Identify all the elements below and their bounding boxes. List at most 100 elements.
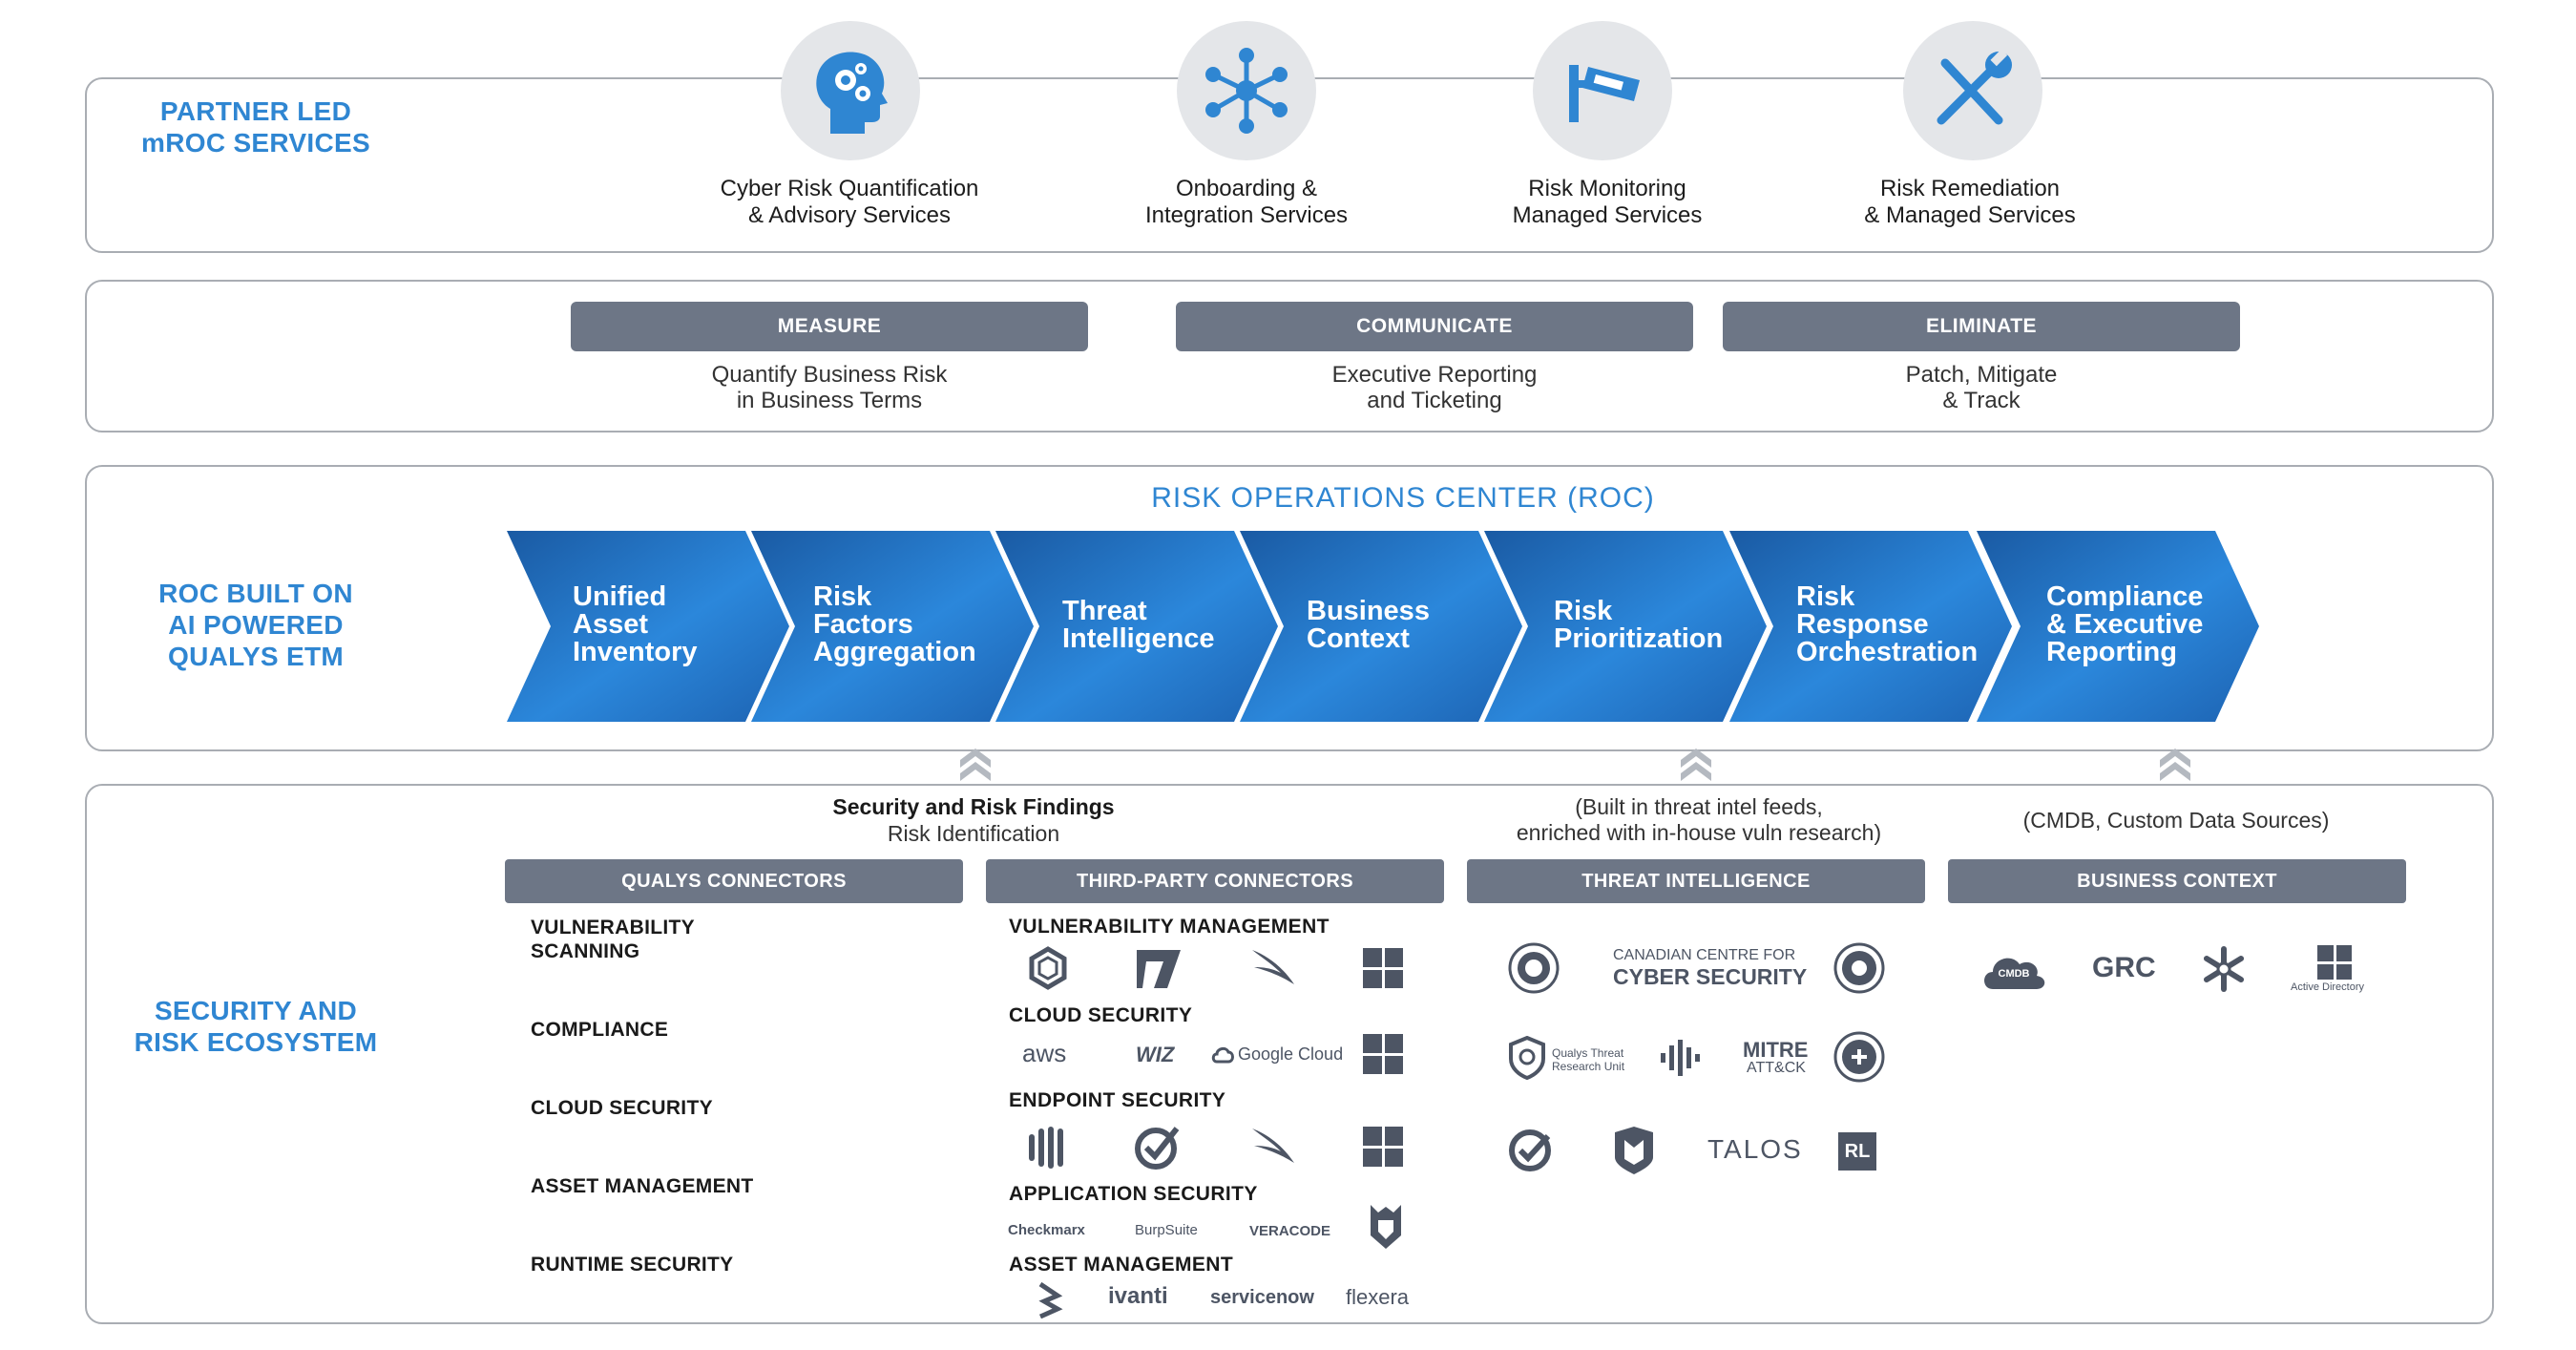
burpsuite-logo: BurpSuite <box>1135 1222 1198 1238</box>
business-context-note: (CMDB, Custom Data Sources) <box>2022 808 2330 833</box>
aws-logo: aws <box>1022 1039 1067 1067</box>
service-label-cyber-risk: Cyber Risk Quantification & Advisory Ser… <box>720 176 979 228</box>
google-cloud-logo: Google Cloud <box>1238 1044 1344 1064</box>
findings-sub: Risk Identification <box>887 821 1060 846</box>
threat-intel-note: (Built in threat intel feeds, enriched w… <box>1516 794 1882 845</box>
network-icon <box>1177 21 1316 160</box>
rapid7-logo-icon <box>1137 950 1181 988</box>
reversinglabs-logo: RL <box>1838 1132 1876 1171</box>
talos-logo: TALOS <box>1707 1134 1803 1164</box>
microsoft-logo-icon <box>1363 1034 1403 1074</box>
active-directory-windows-icon <box>2317 945 2352 980</box>
crowdstrike-logo-icon <box>1252 950 1294 984</box>
mitre-line2: ATT&CK <box>1747 1060 1806 1076</box>
roc-step-1: Unified Asset Inventory <box>573 581 698 667</box>
qualys-item-runtime-security: RUNTIME SECURITY <box>531 1254 734 1276</box>
findings-title: Security and Risk Findings <box>832 794 1115 819</box>
servicenow-logo: servicenow <box>1210 1287 1314 1308</box>
pillar-measure-sub: Quantify Business Risk in Business Terms <box>711 362 948 413</box>
column-business-context: BUSINESS CONTEXT <box>1948 859 2406 903</box>
roc-chevron <box>751 531 1034 722</box>
roc-step-6: Risk Response Orchestration <box>1796 581 1979 667</box>
service-risk-remediation <box>1903 21 2042 160</box>
security-camera-icon <box>1533 21 1672 160</box>
cmdb-cloud-logo: CMDB <box>1979 949 2048 991</box>
column-third-party-connectors: THIRD-PARTY CONNECTORS <box>986 859 1444 903</box>
canadian-centre-line2: CYBER SECURITY <box>1613 964 1808 989</box>
up-arrow-icon <box>2160 749 2190 781</box>
up-arrow-icon <box>1681 749 1711 781</box>
tp-heading-vuln-mgmt: VULNERABILITY MANAGEMENT <box>1009 916 1330 938</box>
active-directory-logo: Active Directory <box>2291 981 2365 993</box>
roc-step-5: Risk Prioritization <box>1554 596 1724 654</box>
roc-chevron <box>507 531 789 722</box>
roc-chevrons <box>507 531 2259 722</box>
roc-step-7: Compliance & Executive Reporting <box>2046 581 2204 667</box>
ivanti-logo: ivanti <box>1108 1283 1168 1309</box>
audio-wave-logo-icon <box>1661 1040 1700 1076</box>
canadian-centre-line1: CANADIAN CENTRE FOR <box>1613 947 1796 963</box>
roc-chevron <box>1484 531 1767 722</box>
tp-heading-asset-management: ASSET MANAGEMENT <box>1009 1254 1234 1276</box>
roc-title: RISK OPERATIONS CENTER (ROC) <box>1151 482 1655 514</box>
checkpoint-logo-icon <box>1509 1129 1551 1171</box>
service-label-risk-remediation: Risk Remediation & Managed Services <box>1864 176 2076 228</box>
roc-chevron <box>1240 531 1522 722</box>
wiz-logo: WIZ <box>1136 1043 1175 1066</box>
microsoft-logo-icon <box>1363 948 1403 988</box>
roc-step-3: Threat Intelligence <box>1062 596 1215 654</box>
service-onboarding <box>1177 21 1316 160</box>
owasp-logo-icon <box>1371 1205 1401 1249</box>
tp-heading-cloud-security: CLOUD SECURITY <box>1009 1004 1193 1026</box>
roc-chevron <box>1729 531 2012 722</box>
roc-step-4: Business Context <box>1307 596 1430 654</box>
nsa-seal-icon <box>1833 942 1885 994</box>
pillar-eliminate: ELIMINATE <box>1723 302 2240 351</box>
flexera-logo: flexera <box>1346 1285 1410 1309</box>
column-qualys-connectors: QUALYS CONNECTORS <box>505 859 963 903</box>
roc-side-title: ROC BUILT ON AI POWERED QUALYS ETM <box>158 579 353 671</box>
up-arrow-icon <box>960 749 991 781</box>
ecosystem-side-title: SECURITY AND RISK ECOSYSTEM <box>134 996 378 1057</box>
mcafee-shield-icon <box>1615 1127 1653 1174</box>
fbi-seal-icon <box>1833 1031 1885 1083</box>
column-threat-intelligence: THREAT INTELLIGENCE <box>1467 859 1925 903</box>
pillar-eliminate-sub: Patch, Mitigate & Track <box>1905 362 2058 413</box>
brain-gears-icon <box>781 21 920 160</box>
qualys-item-compliance: COMPLIANCE <box>531 1019 669 1041</box>
roc-step-2: Risk Factors Aggregation <box>813 581 976 667</box>
tenable-logo-icon <box>1029 946 1067 990</box>
qualys-tru-line1: Qualys Threat <box>1552 1046 1624 1060</box>
partner-services-title: PARTNER LED mROC SERVICES <box>141 96 370 158</box>
pillar-communicate: COMMUNICATE <box>1176 302 1693 351</box>
service-risk-monitoring <box>1533 21 1672 160</box>
tp-heading-endpoint-security: ENDPOINT SECURITY <box>1009 1089 1226 1111</box>
veracode-logo: VERACODE <box>1249 1223 1331 1239</box>
snowflake-logo-icon <box>2204 946 2244 992</box>
defender-logo-icon <box>1135 1127 1180 1170</box>
google-cloud-icon <box>1211 1046 1234 1064</box>
cmdb-text: CMDB <box>1998 968 2030 980</box>
service-cyber-risk-quantification <box>781 21 920 160</box>
roc-chevron <box>1977 531 2259 722</box>
cisa-seal-icon <box>1508 942 1560 994</box>
qualys-item-asset-management: ASSET MANAGEMENT <box>531 1175 754 1197</box>
tools-icon <box>1903 21 2042 160</box>
axonius-logo-icon <box>1038 1282 1063 1318</box>
roc-chevron <box>995 531 1278 722</box>
grc-logo: GRC <box>2092 952 2156 983</box>
service-label-onboarding: Onboarding & Integration Services <box>1144 176 1349 228</box>
tp-heading-application-security: APPLICATION SECURITY <box>1009 1183 1258 1205</box>
reversinglabs-text: RL <box>1844 1140 1871 1162</box>
crowdstrike-logo-icon <box>1252 1129 1294 1163</box>
qualys-tru-line2: Research Unit <box>1552 1060 1625 1073</box>
pillar-communicate-sub: Executive Reporting and Ticketing <box>1331 362 1538 413</box>
qualys-item-vuln-scanning: VULNERABILITY SCANNING <box>531 917 695 962</box>
microsoft-logo-icon <box>1363 1127 1403 1167</box>
qualys-tru-shield-icon <box>1509 1036 1545 1080</box>
mitre-line1: MITRE <box>1743 1038 1809 1062</box>
checkmarx-logo: Checkmarx <box>1008 1222 1085 1238</box>
pillar-measure: MEASURE <box>571 302 1088 351</box>
service-label-risk-monitoring: Risk Monitoring Managed Services <box>1512 176 1703 228</box>
qualys-item-cloud-security: CLOUD SECURITY <box>531 1097 713 1119</box>
